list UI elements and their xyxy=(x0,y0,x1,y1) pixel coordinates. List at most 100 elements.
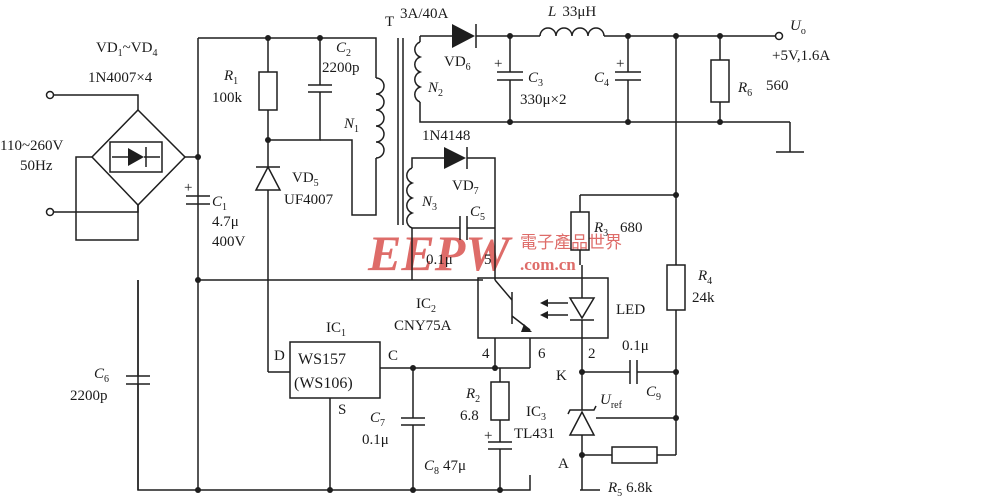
ic1-pin-d: D xyxy=(274,348,285,364)
diode-vd7 xyxy=(444,147,496,280)
ic3-pin-k: K xyxy=(556,368,567,384)
ic2-led: LED xyxy=(616,302,645,318)
vd7-name: VD7 xyxy=(452,178,479,197)
output-spec: +5V,1.6A xyxy=(772,48,830,64)
watermark-logo: EEPW xyxy=(367,225,513,281)
ic1-part: WS157 xyxy=(298,351,346,368)
capacitor-c1: + xyxy=(184,180,210,205)
bridge-part: 1N4007×4 xyxy=(88,70,153,86)
c9-value: 0.1μ xyxy=(622,338,649,354)
resistor-r5 xyxy=(580,446,676,491)
c7-name: C7 xyxy=(370,410,385,429)
reference-ic3 xyxy=(567,372,676,490)
r2-value: 6.8 xyxy=(460,408,479,424)
c2-value: 2200p xyxy=(322,60,360,76)
c6-name: C6 xyxy=(94,366,109,385)
r6-name: R6 xyxy=(737,80,752,99)
bridge-label: VD1~VD4 xyxy=(96,40,157,59)
vd5-name: VD5 xyxy=(292,170,319,189)
c3-name: C3 xyxy=(528,70,543,89)
vd6-rating: 3A/40A xyxy=(400,6,449,22)
resistor-r4 xyxy=(666,264,686,455)
c1-name: C1 xyxy=(212,194,227,213)
c1-voltage: 400V xyxy=(212,234,246,250)
winding-n3 xyxy=(406,157,444,280)
c6-value: 2200p xyxy=(70,388,108,404)
winding-n2 xyxy=(414,35,720,123)
c8-polarity: + xyxy=(484,428,492,444)
output-rail xyxy=(580,36,677,265)
c9-name: C9 xyxy=(646,384,661,403)
bridge-rectifier xyxy=(75,108,187,241)
output-name: Uo xyxy=(790,18,806,37)
ic1-pin-c: C xyxy=(388,348,398,364)
c1-polarity: + xyxy=(184,180,192,196)
c5-value: 0.1μ xyxy=(426,252,453,268)
capacitor-c8: + xyxy=(484,428,512,490)
r4-name: R4 xyxy=(697,268,712,287)
junction-dots xyxy=(195,33,723,493)
diode-vd5 xyxy=(254,140,290,373)
resistor-r6 xyxy=(710,36,730,122)
c4-polarity: + xyxy=(616,56,624,72)
n3-label: N3 xyxy=(421,194,437,213)
inductor-l xyxy=(539,27,784,41)
resistor-r1 xyxy=(258,38,278,140)
c1-value: 4.7μ xyxy=(212,214,239,230)
ic3-name: IC3 xyxy=(526,404,546,423)
ic2-pin4: 4 xyxy=(482,346,490,362)
resistor-r3 xyxy=(570,195,590,265)
capacitor-c6 xyxy=(126,280,150,490)
r3-name: R3 xyxy=(593,220,608,239)
c7-value: 0.1μ xyxy=(362,432,389,448)
vd6-name: VD6 xyxy=(444,54,471,73)
r2-name: R2 xyxy=(465,386,480,405)
feedback-wiring xyxy=(380,338,583,372)
ic2-pin5: 5 xyxy=(484,252,492,268)
optocoupler-ic2 xyxy=(477,265,609,340)
n2-label: N2 xyxy=(427,80,443,99)
input-voltage: 110~260V xyxy=(0,138,64,154)
ground-symbol xyxy=(720,121,804,153)
capacitor-c3: + xyxy=(494,36,523,122)
transformer-name: T xyxy=(385,14,394,30)
r1-name: R1 xyxy=(223,68,238,87)
ic2-part: CNY75A xyxy=(394,318,452,334)
r1-value: 100k xyxy=(212,90,243,106)
winding-n1 xyxy=(320,77,385,216)
ic2-pin6: 6 xyxy=(538,346,546,362)
n1-label: N1 xyxy=(343,116,359,135)
ic1-chip xyxy=(289,341,381,490)
c4-name: C4 xyxy=(594,70,609,89)
vd7-part: 1N4148 xyxy=(422,128,470,144)
c5-name: C5 xyxy=(470,204,485,223)
r3-value: 680 xyxy=(620,220,643,236)
ic1-name: IC1 xyxy=(326,320,346,339)
capacitor-c9 xyxy=(582,360,676,384)
watermark: EEPW 電子產品世界 .com.cn xyxy=(367,225,622,281)
transformer-core xyxy=(397,38,404,225)
ic3-part: TL431 xyxy=(514,426,555,442)
r6-value: 560 xyxy=(766,78,789,94)
ic1-pin-s: S xyxy=(338,402,346,418)
capacitor-c4: + xyxy=(615,36,641,122)
ic2-name: IC2 xyxy=(416,296,436,315)
vd5-part: UF4007 xyxy=(284,192,334,208)
ic3-pin-a: A xyxy=(558,456,569,472)
r4-value: 24k xyxy=(692,290,715,306)
diode-vd6 xyxy=(452,24,540,48)
ic2-pin2: 2 xyxy=(588,346,596,362)
input-frequency: 50Hz xyxy=(20,158,53,174)
watermark-domain: .com.cn xyxy=(520,255,576,274)
c3-value: 330μ×2 xyxy=(520,92,567,108)
ic3-uref: Uref xyxy=(600,392,623,411)
capacitor-c7 xyxy=(401,368,425,490)
ic1-alt: (WS106) xyxy=(294,375,353,392)
resistor-r2 xyxy=(490,368,510,442)
capacitor-c5 xyxy=(412,216,495,240)
labels: VD1~VD4 1N4007×4 110~260V 50Hz C1 4.7μ 4… xyxy=(0,4,830,499)
